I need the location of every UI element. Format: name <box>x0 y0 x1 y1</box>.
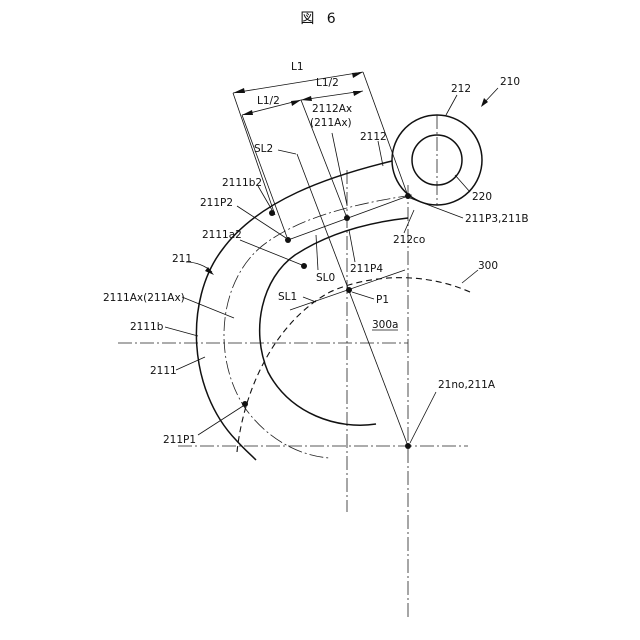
label-sl1: SL1 <box>278 291 297 303</box>
leader-2112ax <box>332 133 347 205</box>
label-2112: 2112 <box>360 131 387 143</box>
leader-2111 <box>176 357 205 370</box>
dim-l1-line <box>233 72 363 93</box>
leader-211p2 <box>237 206 286 238</box>
point-2111a2 <box>301 263 307 269</box>
point-p1 <box>346 287 352 293</box>
label-2111: 2111 <box>150 365 177 377</box>
label-l1: L1 <box>291 61 304 73</box>
label-211ax-paren: (211Ax) <box>310 117 352 129</box>
point-2112ax <box>344 215 350 221</box>
leader-2111b <box>165 327 198 336</box>
label-2111b2: 2111b2 <box>222 177 262 189</box>
point-21no <box>405 443 411 449</box>
dim-l1-arrow-right <box>352 72 363 78</box>
label-220: 220 <box>472 191 492 203</box>
dim-half-left-arrow-b <box>291 100 301 106</box>
line-sl0 <box>297 154 408 446</box>
label-l1-half-left: L1/2 <box>257 95 280 107</box>
label-p1: P1 <box>376 294 389 306</box>
leader-2112 <box>378 141 383 166</box>
label-sl2: SL2 <box>254 143 273 155</box>
dim-half-right-arrow-b <box>353 91 363 96</box>
leader-300 <box>462 270 478 283</box>
label-211p2: 211P2 <box>200 197 233 209</box>
leader-212 <box>446 95 457 115</box>
label-21no: 21no,211A <box>438 379 496 391</box>
leader-2111b2 <box>258 186 272 210</box>
label-210: 210 <box>500 76 520 88</box>
label-211: 211 <box>172 253 192 265</box>
leader-p1 <box>352 292 374 299</box>
label-211p4: 211P4 <box>350 263 383 275</box>
leader-2111ax <box>182 297 234 318</box>
label-212co: 212co <box>393 234 425 246</box>
leader-212co <box>404 210 414 233</box>
point-2111b2 <box>269 210 275 216</box>
arrow-211-head <box>205 267 214 275</box>
leader-sl0 <box>316 235 318 270</box>
dim-half-left-arrow-a <box>242 110 253 115</box>
leader-21no <box>410 392 436 443</box>
label-300a: 300a <box>372 319 398 331</box>
label-211p1: 211P1 <box>163 434 196 446</box>
label-l1-half-right: L1/2 <box>316 77 339 89</box>
label-300: 300 <box>478 260 498 272</box>
label-211p3: 211P3,211B <box>465 213 529 225</box>
leader-sl1 <box>303 297 316 302</box>
label-2111a2: 2111a2 <box>202 229 242 241</box>
label-2112ax: 2112Ax <box>312 103 352 115</box>
label-2111ax: 2111Ax(211Ax) <box>103 292 185 304</box>
leader-211p4 <box>349 230 355 262</box>
label-212: 212 <box>451 83 471 95</box>
dim-l1-arrow-left <box>233 88 245 93</box>
label-sl0: SL0 <box>316 272 335 284</box>
dim-half-right-arrow-a <box>301 96 312 101</box>
leader-2111a2 <box>240 240 302 265</box>
leader-220 <box>455 175 470 192</box>
leader-sl2 <box>278 150 296 154</box>
leader-211p1 <box>198 406 243 435</box>
label-2111b: 2111b <box>130 321 164 333</box>
